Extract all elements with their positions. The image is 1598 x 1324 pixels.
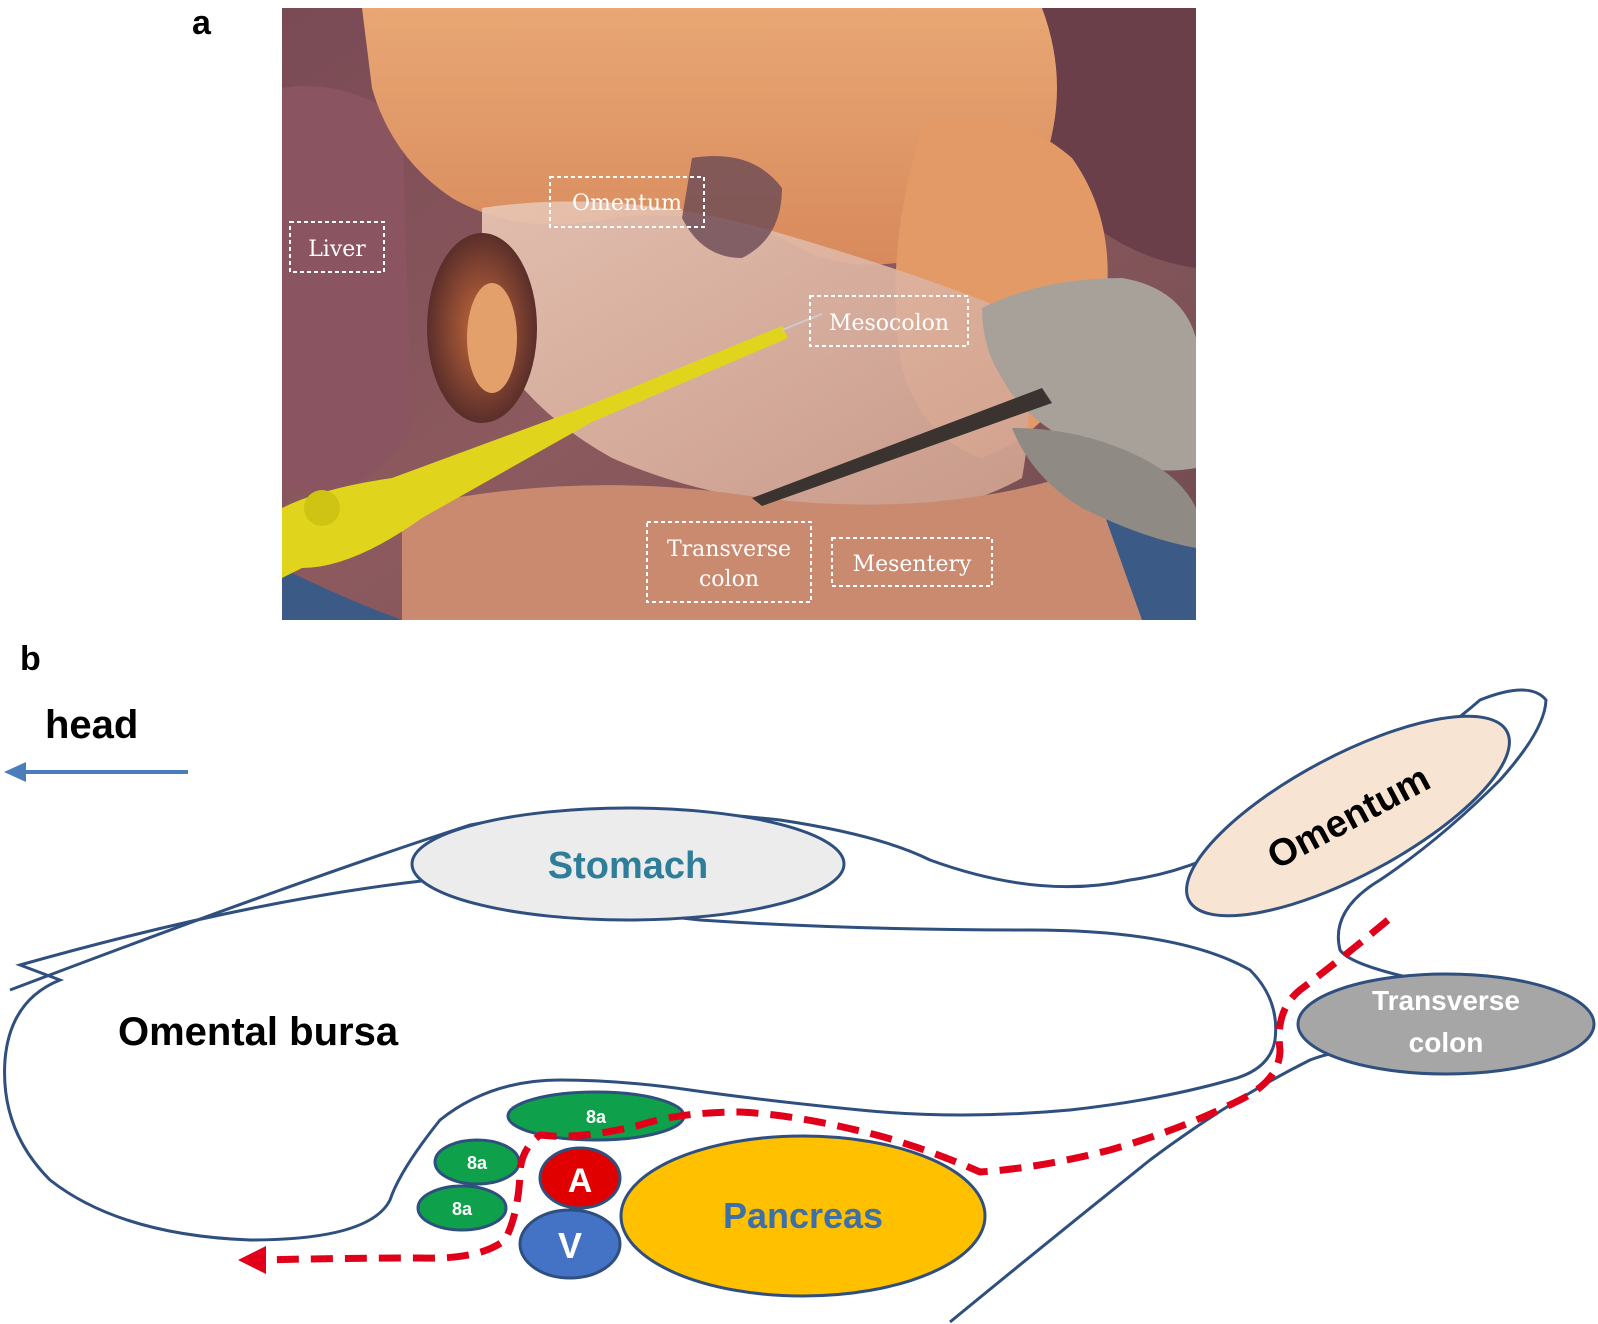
panel-a-letter: a — [192, 4, 211, 42]
pen-button — [304, 490, 340, 526]
photo-label-omentum: Omentum — [549, 176, 705, 228]
pancreas — [619, 1134, 987, 1298]
drape-right — [1102, 508, 1196, 620]
mesentery-region — [402, 478, 1196, 620]
lymph-node-8a-bottom — [416, 1184, 508, 1232]
svg-text:Mesocolon: Mesocolon — [829, 311, 949, 336]
transverse-colon-label-line1: Transverse — [1372, 985, 1520, 1016]
svg-text:Mesentery: Mesentery — [853, 552, 972, 577]
omental-bursa-outline — [3, 878, 1278, 1242]
gloved-hand — [982, 278, 1196, 471]
dissection-line — [261, 917, 1391, 1264]
dissection-arrow-icon — [238, 1246, 266, 1274]
vein-label: V — [558, 1225, 582, 1266]
omental-bursa-label: Omental bursa — [118, 1010, 399, 1054]
stomach — [410, 806, 846, 922]
pen-tip — [781, 313, 823, 331]
surgical-photo: Liver Omentum Mesocolon Transverse colon… — [282, 8, 1196, 620]
lymph-node-label-middle: 8a — [467, 1153, 488, 1173]
lymph-node-label-bottom: 8a — [452, 1199, 473, 1219]
mesentery-line — [949, 1048, 1391, 1324]
head-label: head — [45, 703, 138, 747]
photo-label-mesentery: Mesentery — [831, 537, 993, 587]
drape — [282, 568, 402, 620]
svg-text:colon: colon — [699, 567, 759, 592]
svg-text:Liver: Liver — [308, 237, 366, 262]
svg-text:Omentum: Omentum — [572, 191, 682, 216]
artery — [538, 1146, 622, 1210]
pancreas-label: Pancreas — [723, 1195, 883, 1236]
omentum-patch — [682, 156, 782, 258]
svg-text:Transverse: Transverse — [667, 537, 791, 562]
forceps — [752, 388, 1052, 506]
panel-b-letter: b — [20, 640, 41, 678]
inner-tissue — [467, 283, 517, 393]
liver-region — [282, 86, 412, 492]
electrocautery-pen — [282, 326, 788, 578]
membrane — [482, 201, 1029, 514]
stomach-label: Stomach — [548, 845, 708, 887]
photo-label-transverse-colon: Transverse colon — [646, 521, 812, 603]
photo-label-mesocolon: Mesocolon — [809, 295, 969, 347]
artery-label: A — [568, 1162, 593, 1200]
head-arrow-icon — [4, 762, 26, 782]
transverse-colon-label-line2: colon — [1409, 1027, 1484, 1058]
lymph-node-label-top: 8a — [586, 1107, 607, 1127]
glove-finger — [1012, 428, 1196, 548]
photo-label-liver: Liver — [289, 221, 385, 273]
upper-fat — [362, 8, 1057, 265]
vein — [518, 1208, 622, 1280]
transverse-colon — [1296, 972, 1596, 1076]
right-viscera — [1022, 8, 1196, 268]
omentum — [1185, 714, 1511, 918]
